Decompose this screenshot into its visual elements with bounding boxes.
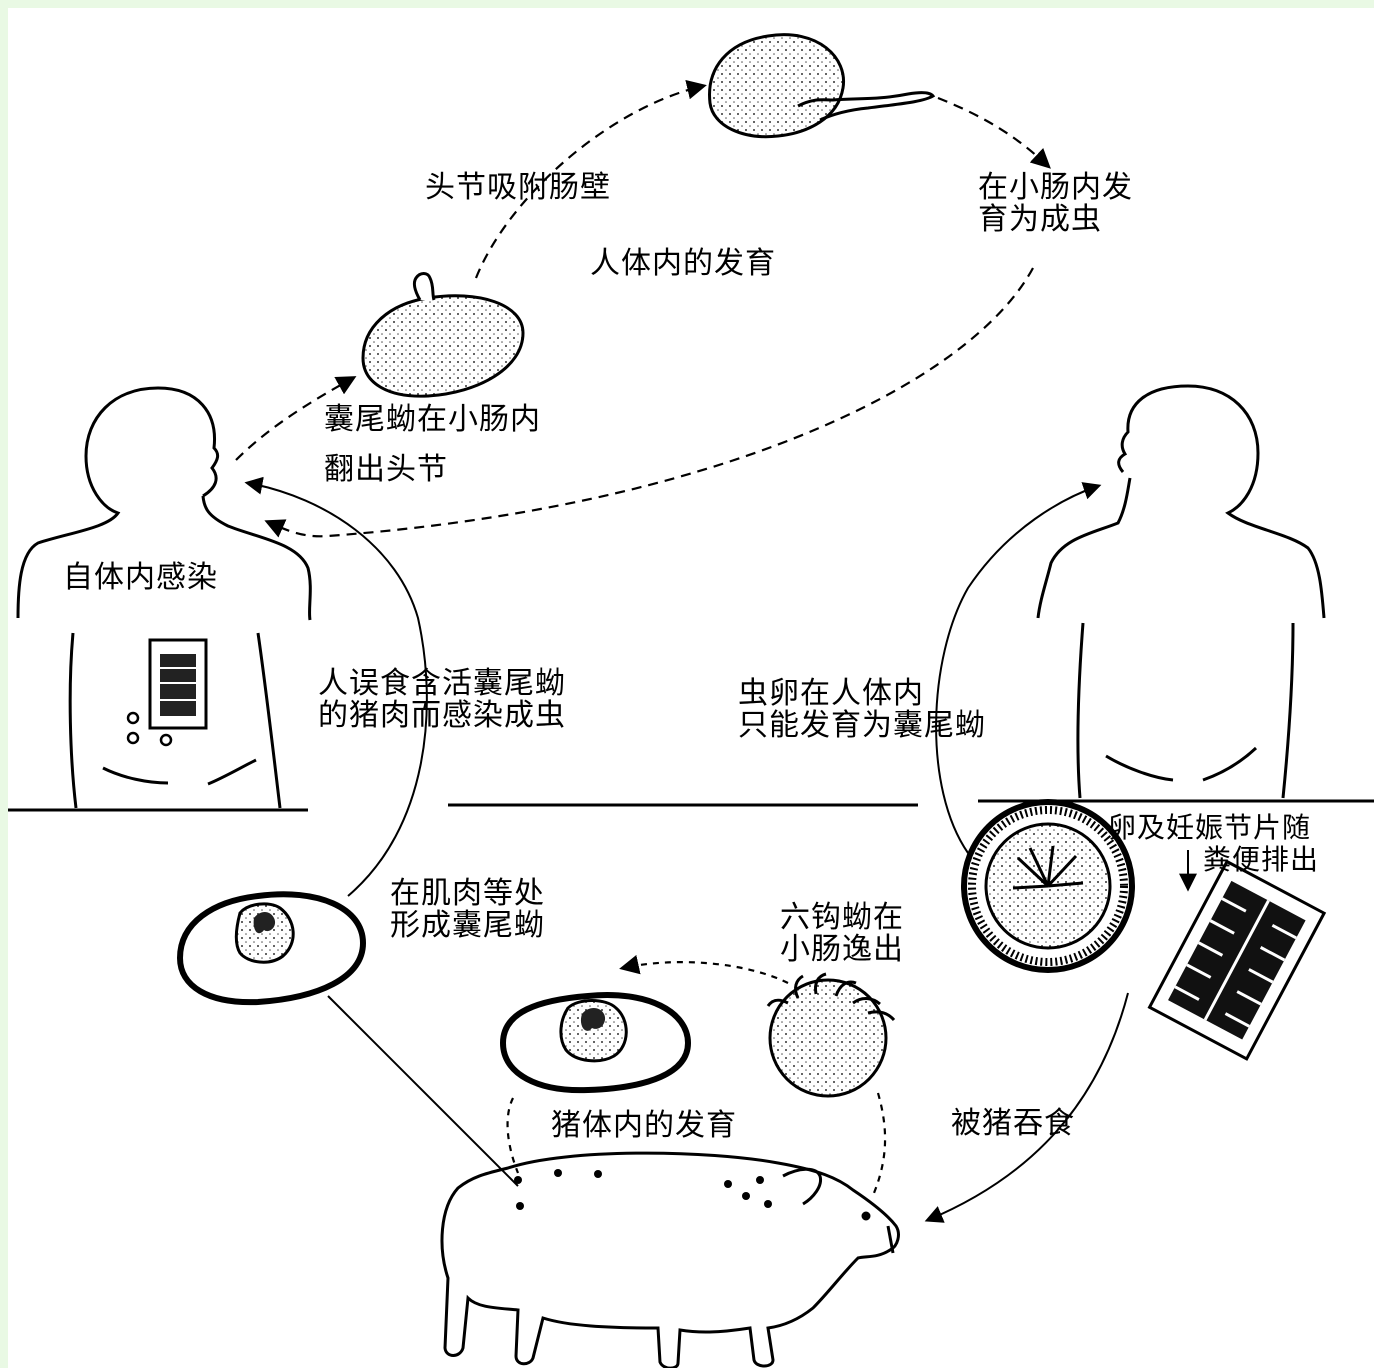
label-egg-excrete-line1: 卵及妊娠节片随 bbox=[1108, 811, 1312, 844]
left-human-figure bbox=[16, 386, 312, 809]
label-muscle-line1: 在肌肉等处 bbox=[390, 876, 545, 911]
pig-development-arrows bbox=[506, 954, 887, 1194]
diagram-drawing bbox=[8, 33, 1374, 1368]
label-muscle-line2: 形成囊尾蚴 bbox=[390, 908, 545, 943]
label-oncosphere-line1: 六钩蚴在 bbox=[780, 900, 904, 935]
pig-figure bbox=[440, 1151, 900, 1368]
egg-dots-icon bbox=[126, 711, 173, 747]
label-adult-line2: 育为成虫 bbox=[978, 202, 1102, 237]
label-eat-pork-line1: 人误食含活囊尾蚴 bbox=[318, 666, 566, 701]
right-human-figure bbox=[1036, 384, 1326, 799]
label-eat-pork-line2: 的猪肉而感染成虫 bbox=[318, 698, 566, 733]
attached-scolex-icon bbox=[708, 33, 936, 139]
tapeworm-egg-icon bbox=[961, 799, 1135, 973]
label-adult-line1: 在小肠内发 bbox=[978, 170, 1133, 205]
label-egg-human-line1: 虫卵在人体内 bbox=[738, 676, 924, 711]
label-evert-line2: 翻出头节 bbox=[324, 452, 448, 487]
label-evert-line1: 囊尾蚴在小肠内 bbox=[324, 402, 541, 437]
label-pig-development: 猪体内的发育 bbox=[551, 1108, 737, 1143]
muscle-cysticercus-icon bbox=[176, 891, 367, 1006]
gravid-proglottid-icon bbox=[1147, 859, 1327, 1061]
pig-cysticercus-icon bbox=[499, 992, 692, 1094]
life-cycle-diagram: 头节吸附肠壁 在小肠内发 育为成虫 人体内的发育 囊尾蚴在小肠内 翻出头节 自体… bbox=[8, 8, 1374, 1368]
human-development-arrows bbox=[235, 79, 1051, 538]
label-human-development: 人体内的发育 bbox=[590, 246, 776, 281]
intestine-tapeworm-icon bbox=[148, 638, 208, 730]
label-auto-infection: 自体内感染 bbox=[63, 560, 218, 595]
label-scolex-attach: 头节吸附肠壁 bbox=[425, 170, 611, 205]
label-egg-excrete-line2: 粪便排出 bbox=[1203, 843, 1320, 876]
infection-route-arrows bbox=[244, 476, 1197, 1223]
label-egg-human-line2: 只能发育为囊尾蚴 bbox=[738, 708, 986, 743]
label-oncosphere-line2: 小肠逸出 bbox=[780, 932, 904, 967]
label-pig-eat: 被猪吞食 bbox=[951, 1106, 1075, 1141]
oncosphere-icon bbox=[766, 972, 896, 1098]
pig-cyst-spots-icon bbox=[514, 1169, 772, 1210]
everting-cysticercus-icon bbox=[361, 272, 525, 398]
